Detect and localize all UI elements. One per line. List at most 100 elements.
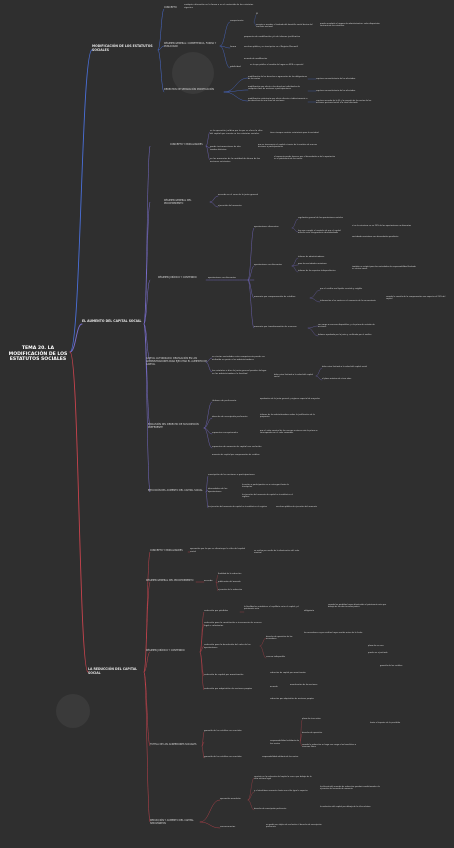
node-j1[interactable]: reducción por pérdidas [204,610,228,612]
node-x4[interactable]: la ejecución del aumento de capital se i… [242,494,294,499]
node-x4-detail[interactable]: la ejecución del aumento de capital se i… [208,506,267,508]
node-j1b[interactable]: obligatoria [304,610,315,612]
node-j3b[interactable]: los acreedores cuyos créditos hayan naci… [304,632,363,634]
node-acuerdo[interactable]: acuerdo de modificación [244,58,268,60]
node-s2[interactable]: derecho de suscripción preferente [254,808,287,810]
node-a3c[interactable]: cuando la cuantía de la compensación sea… [386,296,446,301]
node-reduccion-acuerdo[interactable]: acuerdo [204,580,213,582]
node-j3f[interactable]: reserva indisponible [266,656,286,658]
node-a1a[interactable]: regulación general de las aportaciones s… [298,217,343,219]
node-t4[interactable]: derecho de oposición [302,732,323,734]
node-j5[interactable]: reducción por adquisición de acciones pr… [204,688,253,690]
node-a2d[interactable]: también se exigirá para las sociedades d… [352,266,416,271]
node-e3[interactable]: supuestos excepcionales [212,432,238,434]
node-derecho-3[interactable]: modificación estatutaria que afecte dire… [248,98,308,103]
node-transformacion-reservas[interactable]: aumento por transformación de reservas [254,326,297,328]
node-j2[interactable]: reducción para la constitución o increme… [204,622,262,627]
node-e4[interactable]: supuestos de aumento de capital con excl… [212,446,262,448]
node-e1[interactable]: titulares de preferencia [212,400,237,402]
node-concepto-desc[interactable]: cualquier alteración en la forma o en el… [184,4,254,9]
node-e4a[interactable]: aumento de capital por compensación de c… [212,454,260,456]
node-derecho-3-r[interactable]: requiere acuerdo de la JG y la mayoría d… [316,100,372,105]
node-t6[interactable]: garantía de los créditos no vencidos [204,756,242,758]
node-excepto[interactable]: excepto a acordar el traslado del domici… [256,24,313,29]
node-s3[interactable]: consecuencias [220,826,236,828]
node-j3e[interactable]: garantía de los créditos [380,665,403,667]
node-aumento-c3r[interactable]: el aumento puede hacerse por el desembol… [274,156,336,161]
node-reduccion-r3[interactable]: ejecución de la reducción [218,589,243,591]
node-t1[interactable]: garantía de los créditos no vencidos [204,730,242,732]
node-exclusion[interactable]: EXCLUSIÓN DEL DERECHO DE SUSCRIPCIÓN PRE… [148,423,199,429]
node-s2a[interactable]: la reducción del capital por debajo de l… [320,806,371,808]
node-e2[interactable]: derecho de suscripción preferente [212,416,248,418]
node-e3a[interactable]: que el valor nominal de las nuevas accio… [260,430,318,435]
node-competencia[interactable]: competencia [230,20,244,22]
node-regimen-general[interactable]: RÉGIMEN GENERAL: COMPETENCIA, FORMA Y PU… [164,42,217,48]
node-derecho-2-r[interactable]: requiere consentimiento de los afectados [316,90,356,92]
node-a3a[interactable]: que el crédito sea líquido, vencido y ex… [320,288,363,290]
node-reduccion-r1[interactable]: finalidad de la reducción [218,573,242,575]
node-regimen-sub[interactable]: aportaciones no dinerarias [208,277,236,279]
branch-reduccion-capital[interactable]: LA REDUCCIÓN DEL CAPITAL SOCIAL [88,667,138,675]
node-a4a[interactable]: con cargo a reservas disponibles y a la … [318,324,375,329]
node-propuesta[interactable]: propuesta de modificación y/o de informe… [244,36,301,38]
node-aumento-c1r[interactable]: tiene siempre carácter estatutario para … [270,132,319,134]
node-a3b[interactable]: información a los socios en el momento d… [320,300,376,302]
node-t4a[interactable]: hasta el importe de lo percibido [370,722,401,724]
node-j3d[interactable]: puede ser ejercitado [368,652,388,654]
node-reduccion-c1r[interactable]: se realiza por medio de la disminución d… [254,550,300,555]
node-derechos[interactable]: DERECHOS DE SEPARACIÓN MODIFICACIÓN [164,88,215,91]
node-j4-detail[interactable]: reducción de capital por amortización [270,672,306,674]
node-derecho-1[interactable]: modificación de los derechos o agravació… [248,76,308,81]
node-publicidad[interactable]: publicidad [230,66,241,68]
node-x2[interactable]: desembolso de las aportaciones [208,488,228,493]
node-a2a[interactable]: informe de administradores [298,256,325,258]
node-aumento-concepto[interactable]: CONCEPTO Y MODALIDADES [170,143,203,146]
node-a2b[interactable]: para las sociedades anónimas [298,263,327,265]
node-aumento-c2[interactable]: puede instrumentarse de dos modos distin… [210,146,241,151]
node-aumento-r2[interactable]: ejecución del aumento [218,205,242,207]
node-escritura[interactable]: escritura pública y su inscripción en el… [244,46,298,48]
node-aportaciones-no-dinerarias[interactable]: aportaciones no dinerarias [254,264,282,266]
node-x1[interactable]: suscripción de las acciones o participac… [208,474,255,476]
node-s1[interactable]: operación acordeón [220,798,241,800]
node-regimen-juridico[interactable]: RÉGIMEN JURÍDICO Y CONTENIDO [158,276,197,279]
node-reduccion-juridico[interactable]: RÉGIMEN JURÍDICO Y CONTENIDO [146,649,185,652]
branch-modificacion-estatutos[interactable]: MODIFICACIÓN DE LOS ESTATUTOS SOCIALES [92,44,153,52]
node-j3c[interactable]: plazo de un mes [368,645,384,647]
node-j5a[interactable]: amortización de las acciones [290,684,318,686]
node-s3a[interactable]: no podrá ser objeto de exclusión el dere… [266,824,322,829]
node-a4b[interactable]: balance aprobado por la junta y verifica… [318,334,372,336]
node-derecho-2[interactable]: modificación que afecte a los derechos i… [248,86,300,91]
node-aumento-c2a[interactable]: que se incremente el capital a través de… [258,144,317,149]
node-aumento-c3[interactable]: en los aumentos de la cantidad de dinero… [210,158,261,163]
node-aportaciones-dinerarias[interactable]: aportaciones dinerarias [254,226,279,228]
node-j3a[interactable]: derecho de oposición de los acreedores [266,636,293,641]
node-s1a[interactable]: consiste en la reducción del capital a c… [254,776,312,781]
node-k2a[interactable]: debe estar limitado a la mitad del capit… [322,366,367,368]
node-k2-link[interactable]: debe estar limitado a la mitad del capit… [274,374,313,379]
node-jg[interactable]: JG [256,13,259,15]
node-j3[interactable]: reducción para la devolución del valor d… [204,644,251,649]
node-t5[interactable]: cuando la reducción se haga con cargo a … [302,744,357,749]
node-concepto[interactable]: CONCEPTO [164,6,177,9]
node-s1b[interactable]: y el simultáneo aumento hasta una cifra … [254,790,308,792]
node-t6-detail[interactable]: responsabilidad solidaria de los socios [262,756,299,758]
node-j1c[interactable]: cuando las pérdidas hayan disminuido el … [328,604,387,609]
node-simultaneos[interactable]: REDUCCIÓN Y AUMENTO DEL CAPITAL SIMULTÁN… [150,819,194,825]
node-ejecucion[interactable]: EJECUCIÓN DEL AUMENTO DEL CAPITAL SOCIAL [148,489,203,492]
node-j4[interactable]: reducción de capital por amortización [204,674,244,676]
root-node[interactable]: TEMA 20. LA MODIFICACIÓN DE LOS ESTATUTO… [8,346,68,363]
node-reduccion-r2[interactable]: publicación del acuerdo [218,581,241,583]
node-k2b[interactable]: el plazo máximo de cinco años [322,378,352,380]
node-j5b[interactable]: reducción por adquisición de acciones pr… [270,698,314,700]
node-reduccion-regimen[interactable]: RÉGIMEN GENERAL DEL PROCEDIMIENTO [146,579,194,582]
node-reduccion-c1[interactable]: operación por la que se disminuye la cif… [190,548,246,553]
node-aumento-c1[interactable]: es la operación jurídica por la que se e… [210,130,263,135]
node-j1a[interactable]: la finalidad es restablecer el equilibri… [244,606,299,611]
node-reduccion-concepto[interactable]: CONCEPTO Y MODALIDADES [150,549,183,552]
node-tutela[interactable]: TUTELA DE LOS ACREEDORES SOCIALES [150,743,197,746]
node-t2[interactable]: responsabilidad solidaria de los socios [270,740,300,745]
node-x3[interactable]: la acción o participación no se entregar… [242,484,289,489]
node-j5-sub[interactable]: acuerdo [270,686,278,688]
